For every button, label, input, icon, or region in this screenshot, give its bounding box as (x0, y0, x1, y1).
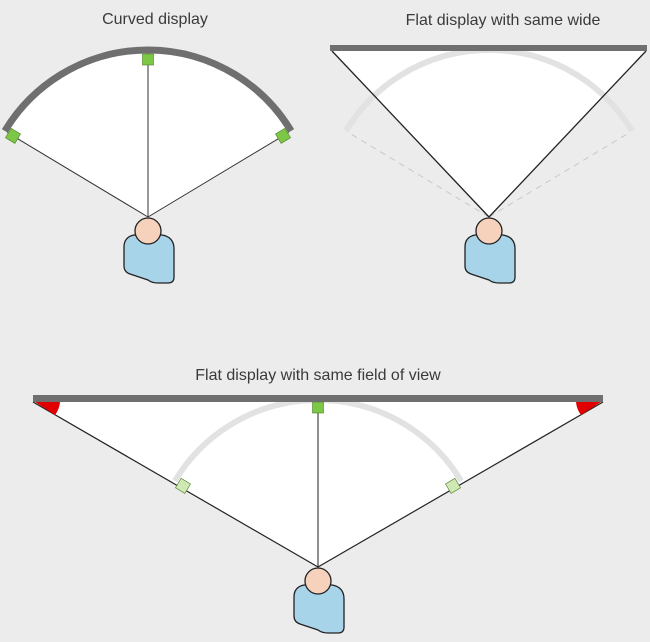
sight-line-right (488, 50, 647, 218)
sight-line-left (7, 132, 149, 218)
right-angle-marker-right (275, 127, 291, 144)
person-body (464, 234, 516, 284)
person-head (134, 217, 162, 245)
person-body (293, 584, 345, 634)
sight-line-left (32, 401, 319, 568)
ghost-sight-line-right (488, 132, 630, 218)
sight-line-right (147, 132, 289, 218)
flat-same-width-panel (330, 45, 647, 284)
oblique-angle-marker-right (576, 402, 601, 415)
title-flat-same-fov: Flat display with same field of view (195, 367, 441, 384)
oblique-angle-marker-left (35, 402, 60, 415)
right-angle-marker-center (312, 401, 324, 414)
flat-same-fov-panel (32, 395, 604, 634)
curved-display-panel (1, 46, 295, 284)
sight-line-right (317, 401, 604, 568)
ghost-sight-line-left (348, 132, 490, 218)
flat-screen (330, 45, 647, 51)
person-head (304, 567, 332, 595)
person-body (123, 234, 175, 284)
flat-screen (33, 395, 603, 402)
person-head (475, 217, 503, 245)
sight-line-left (331, 50, 490, 218)
right-angle-marker-center (142, 53, 154, 66)
person-icon (123, 217, 175, 284)
person-icon (293, 567, 345, 634)
curved-screen (1, 46, 295, 133)
right-angle-marker-right-faded (445, 477, 461, 494)
right-angle-marker-left-faded (175, 477, 191, 494)
title-flat-same-width: Flat display with same wide (406, 12, 601, 29)
right-angle-marker-left (5, 127, 21, 144)
person-icon (464, 217, 516, 284)
view-area (332, 51, 646, 217)
title-curved-display: Curved display (102, 11, 208, 28)
